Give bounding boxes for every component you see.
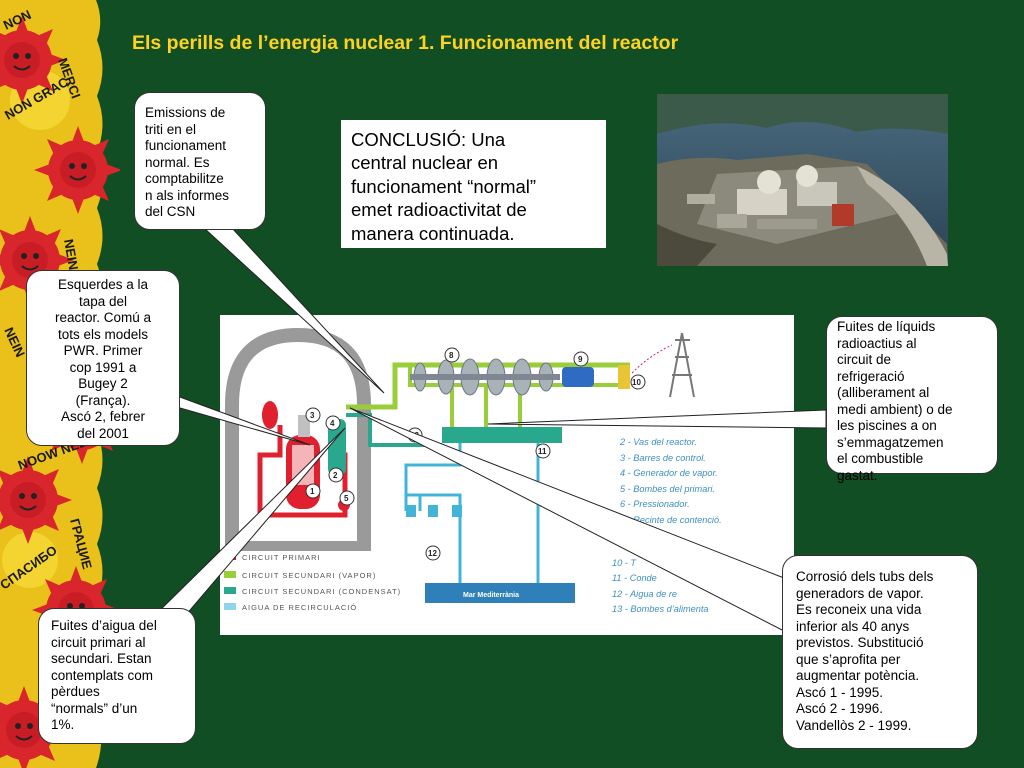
callout-line: comptabilitze bbox=[145, 171, 224, 186]
callout-line: previstos. Substitució bbox=[796, 635, 924, 650]
callout-line: normal. Es bbox=[145, 154, 210, 170]
callout-line: cop 1991 a bbox=[69, 359, 137, 375]
slide-title: Els perills de l’energia nuclear 1. Func… bbox=[132, 32, 679, 54]
diagram-number: 2 bbox=[333, 471, 338, 480]
diagram-number: 10 bbox=[632, 378, 641, 387]
legend-entry: CIRCUIT SECUNDARI (VAPOR) bbox=[242, 571, 376, 580]
diagram-number: 11 bbox=[538, 447, 547, 456]
conclusion-line: emet radioactivitat de bbox=[351, 199, 527, 221]
callout-line: medi ambient) o de bbox=[837, 401, 953, 417]
callout-line: secundari. Estan bbox=[51, 651, 152, 666]
legend-entry: CIRCUIT SECUNDARI (CONDENSAT) bbox=[242, 587, 401, 596]
diagram-number: 13 bbox=[410, 431, 419, 440]
conclusion-line: funcionament “normal” bbox=[351, 175, 537, 197]
key-entry: 6 - Pressionador. bbox=[620, 499, 690, 509]
callout-line: circuit primari al bbox=[51, 634, 146, 650]
diagram-number: 8 bbox=[449, 351, 454, 360]
callout-line: (França). bbox=[75, 392, 131, 408]
callout-line: del 2001 bbox=[77, 425, 129, 441]
callout-line: s’emmagatzemen bbox=[837, 434, 944, 450]
callout-corrosion: Corrosió dels tubs dels generadors de va… bbox=[782, 555, 978, 749]
key-entry: 7 - Recinte de contenció. bbox=[620, 515, 722, 525]
callout-line: reactor. Comú a bbox=[54, 310, 152, 325]
callout-line: Ascó 2, febrer bbox=[60, 409, 146, 424]
callout-line: Corrosió dels tubs dels bbox=[796, 569, 934, 584]
callout-line: les piscines a on bbox=[837, 418, 937, 433]
callout-line: “normals” d’un bbox=[51, 700, 138, 716]
key-entry: 5 - Bombes del primari. bbox=[620, 484, 715, 494]
sea-label: Mar Mediterrània bbox=[463, 592, 519, 599]
diagram-number: 9 bbox=[578, 355, 583, 364]
callout-line: PWR. Primer bbox=[63, 343, 143, 358]
legend-entry: AIGUA DE RECIRCULACIÓ bbox=[242, 603, 357, 612]
callout-line: refrigeració bbox=[837, 368, 905, 384]
conclusion-line: CONCLUSIÓ: Una bbox=[351, 129, 506, 150]
callout-line: tapa del bbox=[78, 293, 128, 309]
callout-line: funcionament bbox=[145, 138, 227, 153]
key-entry: 13 - Bombes d’alimenta bbox=[612, 604, 709, 614]
diagram-number: 3 bbox=[310, 411, 315, 420]
callout-line: Ascó 2 - 1996. bbox=[796, 701, 884, 716]
callout-line: inferior als 40 anys bbox=[796, 618, 910, 634]
callout-line: Es reconeix una vida bbox=[796, 602, 922, 617]
key-entry: 4 - Generador de vapor. bbox=[620, 468, 718, 478]
callout-line: generadors de vapor. bbox=[796, 585, 924, 601]
callout-line: el combustible bbox=[837, 451, 924, 466]
callout-line: pèrdues bbox=[51, 684, 100, 699]
conclusion-box: CONCLUSIÓ: Una central nuclear en funcio… bbox=[341, 120, 606, 248]
callout-line: Emissions de bbox=[145, 105, 226, 120]
callout-line: triti en el bbox=[145, 121, 197, 137]
callout-tritium: Emissions de triti en el funcionament no… bbox=[134, 92, 266, 230]
reactor-diagram: Mar Mediterrània 1 2 3 4 5 8 9 10 11 12 … bbox=[220, 315, 794, 635]
callout-line: n als informes bbox=[145, 187, 230, 203]
key-entry: 8 - Turbina. bbox=[620, 530, 666, 540]
key-entry: 11 - Conde bbox=[612, 573, 657, 583]
callout-line: del CSN bbox=[145, 204, 196, 219]
conclusion-line: manera continuada. bbox=[351, 222, 515, 244]
callout-liquid-leaks: Fuites de líquids radioactius al circuit… bbox=[826, 316, 998, 483]
key-entry: 12 - Aigua de re bbox=[612, 589, 677, 599]
legend-entry: CIRCUIT PRIMARI bbox=[242, 553, 321, 562]
key-entry: 3 - Barres de control. bbox=[620, 453, 706, 463]
key-entry: 2 - Vas del reactor. bbox=[619, 437, 697, 447]
callout-line: (alliberament al bbox=[837, 385, 930, 400]
callout-line: Esquerdes a la bbox=[57, 277, 149, 292]
callout-line: circuit de bbox=[837, 352, 892, 367]
callout-cracks: Esquerdes a la tapa del reactor. Comú a … bbox=[26, 270, 180, 446]
diagram-number: 5 bbox=[344, 494, 349, 503]
diagram-number: 12 bbox=[428, 549, 437, 558]
callout-line: tots els models bbox=[57, 326, 149, 342]
callout-line: 1%. bbox=[51, 717, 75, 732]
callout-line: contemplats com bbox=[51, 667, 154, 683]
callout-water-leaks: Fuites d’aigua del circuit primari al se… bbox=[38, 608, 196, 744]
conclusion-line: central nuclear en bbox=[351, 152, 499, 174]
key-entry: 10 - T bbox=[612, 558, 637, 568]
callout-line: gastat. bbox=[837, 467, 878, 483]
callout-line: Fuites d’aigua del bbox=[51, 618, 157, 633]
diagram-number: 4 bbox=[330, 419, 335, 428]
callout-line: Bugey 2 bbox=[78, 376, 128, 391]
callout-line: Vandellòs 2 - 1999. bbox=[796, 717, 912, 733]
callout-line: que s’aprofita per bbox=[796, 651, 901, 667]
diagram-number: 1 bbox=[310, 487, 315, 496]
nuclear-plant-photo bbox=[657, 94, 948, 266]
callout-line: augmentar potència. bbox=[796, 668, 920, 683]
callout-line: radioactius al bbox=[837, 335, 917, 351]
callout-line: Ascó 1 - 1995. bbox=[796, 684, 884, 700]
callout-line: Fuites de líquids bbox=[837, 319, 936, 334]
